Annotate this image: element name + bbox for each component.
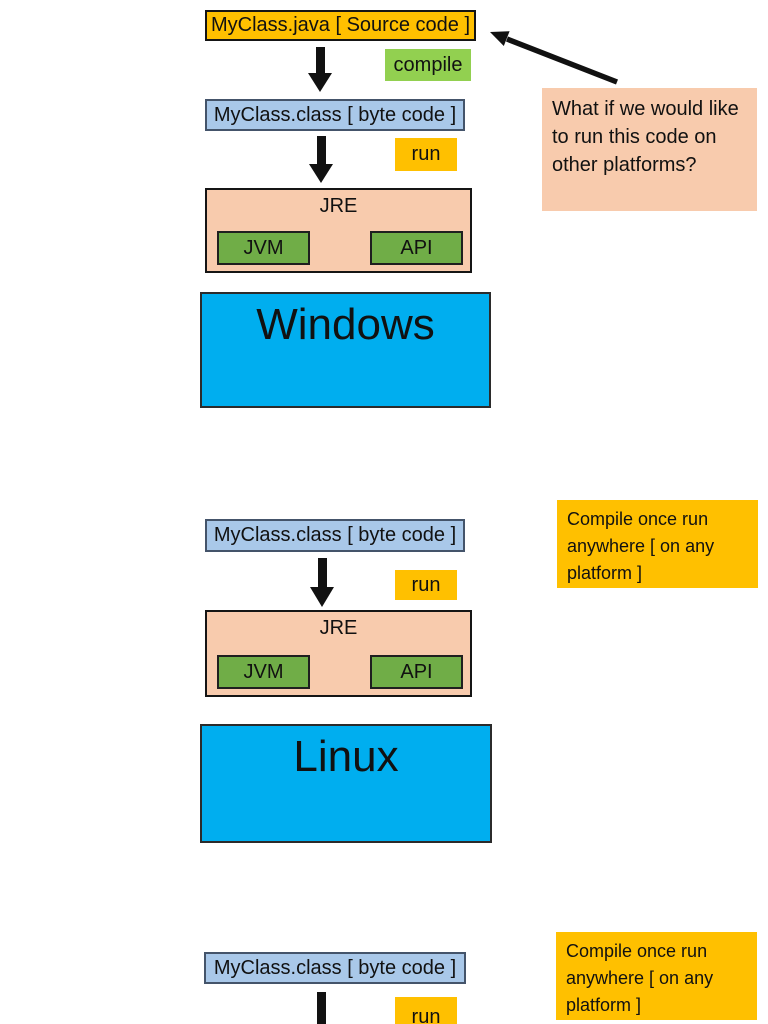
byte-code-box: MyClass.class [ byte code ] [204,952,466,984]
jre-container: JRE JVM API [205,188,472,273]
arrow-down-icon [306,991,336,1024]
jre-container: JRE JVM API [205,610,472,697]
run-label: run [395,997,457,1024]
arrow-down-icon [307,557,337,609]
byte-code-box: MyClass.class [ byte code ] [205,519,465,552]
jre-label: JRE [319,195,358,217]
api-box: API [370,655,463,689]
platform-windows-box: Windows [200,292,491,408]
platform-linux-box: Linux [200,724,492,843]
arrow-up-left-icon [480,20,640,95]
run-label: run [395,570,457,600]
jvm-box: JVM [217,231,310,265]
arrow-down-icon [305,46,335,94]
jre-label: JRE [319,617,358,639]
compile-once-note: Compile once run anywhere [ on any platf… [557,500,758,588]
jvm-box: JVM [217,655,310,689]
byte-code-box: MyClass.class [ byte code ] [205,99,465,131]
arrow-down-icon [306,135,336,185]
run-label: run [395,138,457,171]
api-box: API [370,231,463,265]
what-if-note: What if we would like to run this code o… [542,88,757,211]
compile-label: compile [385,49,471,81]
compile-once-note: Compile once run anywhere [ on any platf… [556,932,757,1020]
source-code-box: MyClass.java [ Source code ] [205,10,476,41]
